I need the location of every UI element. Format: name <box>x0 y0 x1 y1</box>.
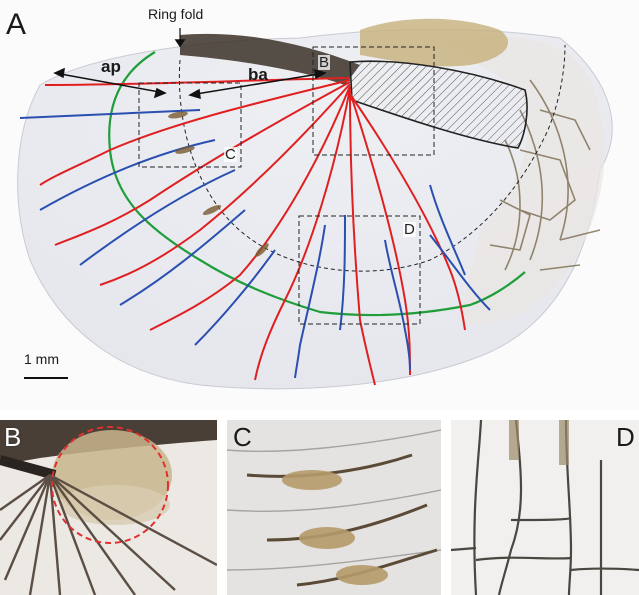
panel-b-photo <box>0 420 217 595</box>
box-b-label: B <box>318 54 331 71</box>
folded-region <box>440 36 605 324</box>
panel-a: A Ring fold ap ba B C D 1 mm <box>6 6 613 390</box>
ring-fold-dashed <box>178 44 566 272</box>
panel-b: B <box>0 420 217 595</box>
scale-bar-label: 1 mm <box>24 351 59 367</box>
red-veins <box>39 77 466 386</box>
box-b <box>312 46 435 156</box>
hatched-region <box>349 60 528 149</box>
panel-b-letter: B <box>4 422 22 452</box>
panel-a-letter: A <box>6 8 27 41</box>
panel-c: C <box>227 420 441 595</box>
basal-tan-area <box>360 18 509 67</box>
panel-d: D <box>451 420 639 595</box>
right-brown-veins <box>489 79 601 271</box>
wing-illustration <box>17 18 613 390</box>
blue-veins <box>19 109 491 379</box>
vein-knobs <box>168 111 269 257</box>
box-d <box>298 215 421 325</box>
box-c-label: C <box>224 146 237 163</box>
ap-label: ap <box>101 57 121 76</box>
measurement-arrows <box>53 28 327 100</box>
ba-label: ba <box>248 65 268 84</box>
panel-d-photo <box>451 420 639 595</box>
panel-c-photo <box>227 420 441 595</box>
panel-d-letter: D <box>616 422 635 452</box>
ring-fold-label: Ring fold <box>148 6 204 22</box>
box-c <box>138 82 242 168</box>
panel-c-letter: C <box>233 422 252 452</box>
red-dashed-circle <box>51 426 169 544</box>
box-d-label: D <box>403 221 416 238</box>
green-vein-line <box>108 51 526 317</box>
